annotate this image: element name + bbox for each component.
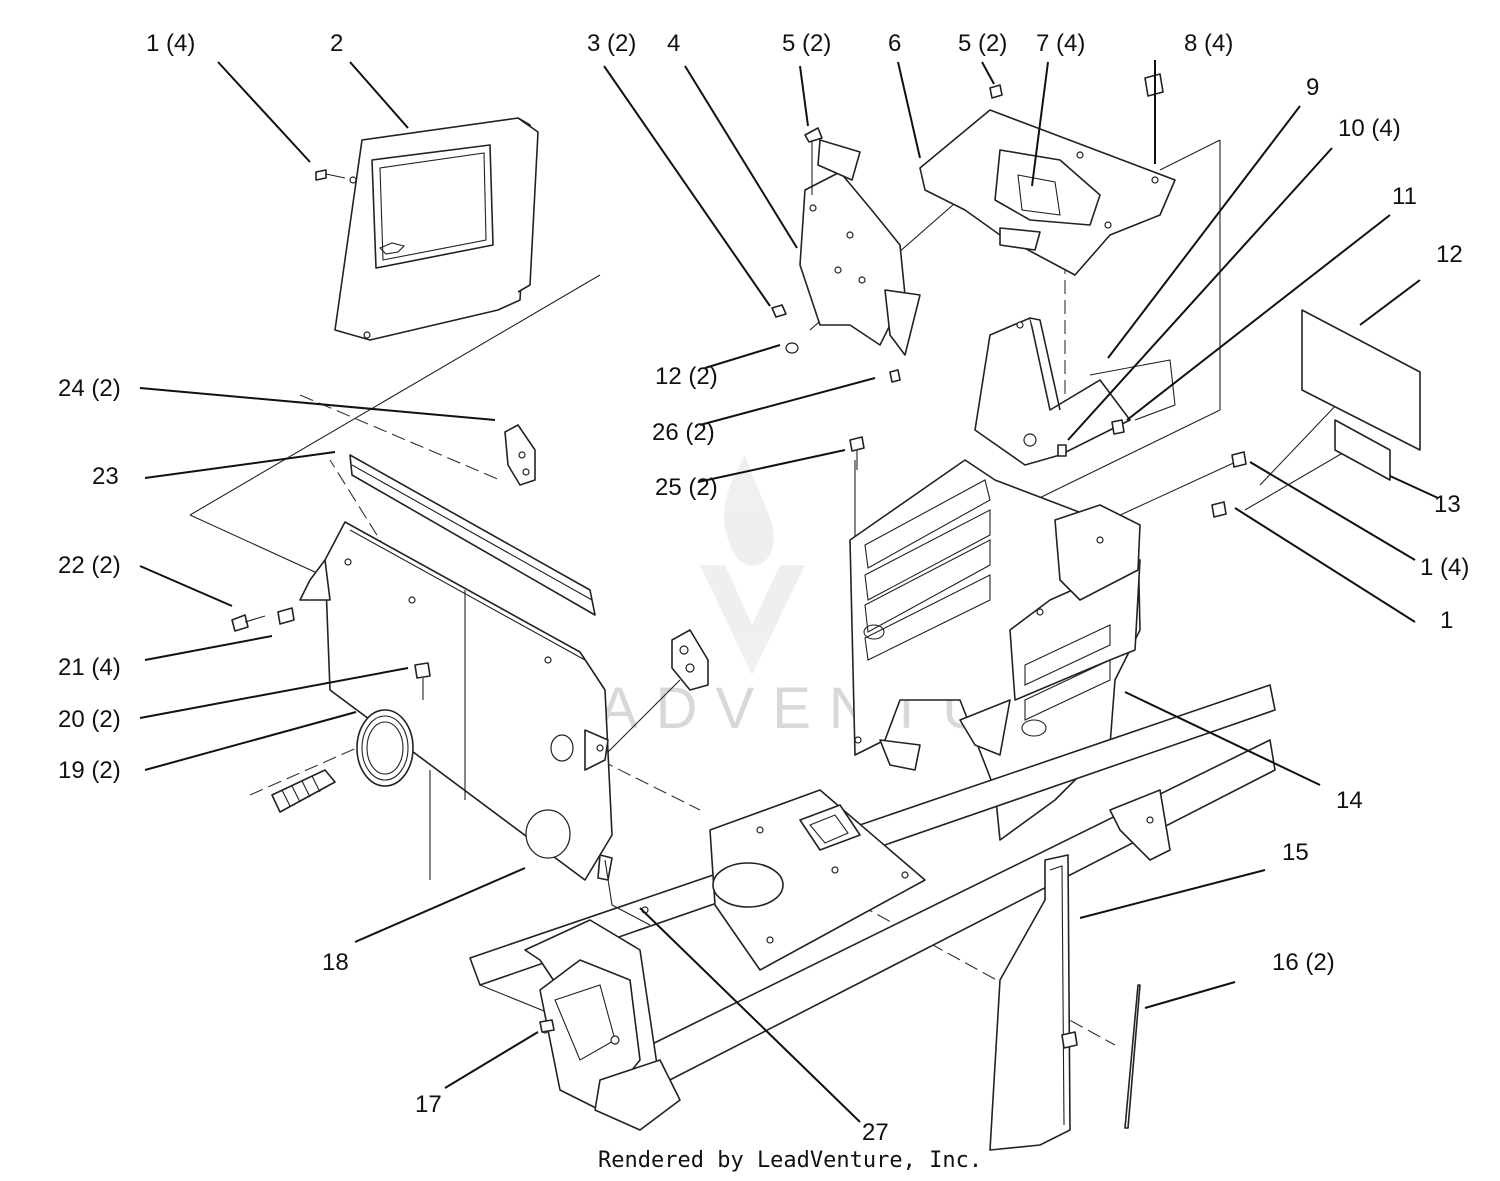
- part-cover-panel: [334, 117, 539, 341]
- bolt-icon: [1231, 451, 1247, 468]
- part-decals: [1301, 309, 1421, 481]
- part-battery-tray: [919, 109, 1176, 276]
- callout-label: 1 (4): [1420, 554, 1469, 581]
- bolt-icon: [1111, 419, 1125, 435]
- callout-label: 22 (2): [58, 552, 121, 579]
- callout-labels: 1 (4) 2 3 (2) 4 5 (2) 6 5 (2) 7 (4) 8 (4…: [58, 30, 1469, 1146]
- part-side-panel: [989, 854, 1071, 1151]
- bolt-icon: [315, 169, 346, 181]
- clip-icon: [277, 607, 295, 625]
- callout-label: 1 (4): [146, 30, 195, 57]
- callout-label: 16 (2): [1272, 949, 1335, 976]
- callout-label: 19 (2): [58, 757, 121, 784]
- bolt-icon: [849, 436, 865, 470]
- part-bracket: [799, 139, 921, 356]
- bolt-icon: [231, 614, 266, 632]
- callout-label: 12: [1436, 241, 1463, 268]
- render-credit: Rendered by LeadVenture, Inc.: [598, 1148, 982, 1173]
- part-trim-strip: [349, 454, 596, 616]
- callout-label: 5 (2): [958, 30, 1007, 57]
- callout-label: 21 (4): [58, 654, 121, 681]
- bolt-icon: [1057, 444, 1067, 457]
- callout-label: 11: [1392, 183, 1417, 210]
- callout-label: 17: [415, 1091, 442, 1118]
- callout-label: 2: [330, 30, 343, 57]
- part-dash-tower: [849, 459, 1141, 841]
- part-dash-panel: [299, 521, 613, 881]
- bolt-icon: [414, 662, 431, 700]
- part-support-bracket: [974, 317, 1176, 466]
- callout-label: 4: [667, 30, 680, 57]
- leader-lines: [139, 60, 1439, 1123]
- callout-label: 9: [1306, 74, 1319, 101]
- bolt-icon: [889, 369, 901, 383]
- callout-label: 6: [888, 30, 901, 57]
- part-rod: [1124, 984, 1141, 1129]
- bolt-icon: [539, 1019, 555, 1033]
- callout-label: 14: [1336, 787, 1363, 814]
- callout-label: 23: [92, 463, 119, 490]
- washer-icon: [785, 342, 799, 354]
- watermark-logo: [700, 455, 805, 675]
- callout-label: 24 (2): [58, 375, 121, 402]
- callout-label: 3 (2): [587, 30, 636, 57]
- callout-label: 12 (2): [655, 363, 718, 390]
- part-spring: [271, 769, 336, 813]
- bolt-icon: [1061, 1031, 1078, 1049]
- callout-label: 18: [322, 949, 349, 976]
- part-small-bracket: [504, 424, 536, 486]
- callout-label: 8 (4): [1184, 30, 1233, 57]
- part-mounting-block: [671, 629, 709, 691]
- callout-label: 1: [1440, 607, 1453, 634]
- callout-label: 13: [1434, 491, 1461, 518]
- callout-label: 20 (2): [58, 706, 121, 733]
- bolt-icon: [989, 84, 1003, 99]
- callout-label: 26 (2): [652, 419, 715, 446]
- part-floor-plate: [604, 789, 926, 971]
- callout-label: 7 (4): [1036, 30, 1085, 57]
- nut-icon: [771, 304, 787, 318]
- bolt-icon: [804, 127, 823, 195]
- callout-label: 10 (4): [1338, 115, 1401, 142]
- fasteners: [231, 73, 1247, 1049]
- callout-label: 15: [1282, 839, 1309, 866]
- callout-label: 5 (2): [782, 30, 831, 57]
- callout-label: 27: [862, 1119, 889, 1146]
- bolt-icon: [1211, 501, 1227, 518]
- callout-label: 25 (2): [655, 474, 718, 501]
